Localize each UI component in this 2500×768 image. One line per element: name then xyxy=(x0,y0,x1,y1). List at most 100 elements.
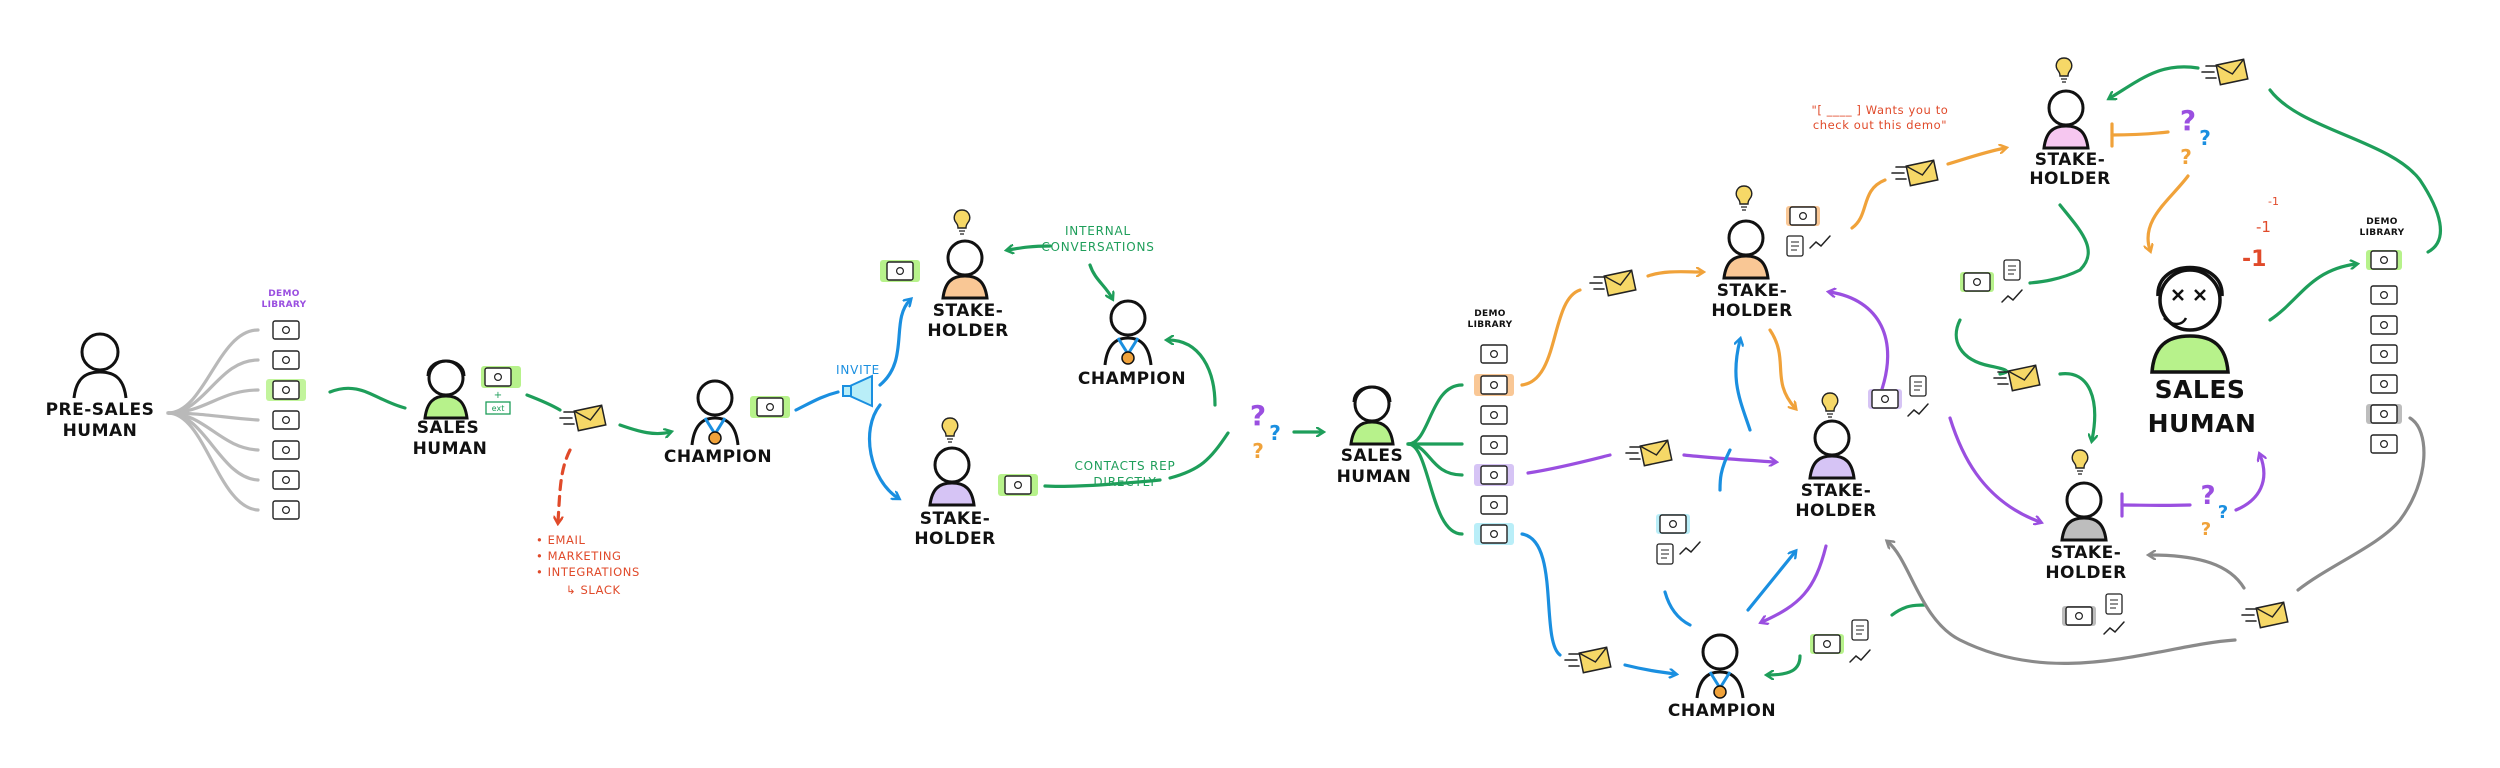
video-card-icon xyxy=(2065,606,2093,626)
envelope-icon xyxy=(1564,646,1612,674)
presales-human: PRE-SALES HUMAN xyxy=(46,332,155,441)
connector xyxy=(1043,478,1162,488)
sales-label: SALES xyxy=(2155,375,2246,404)
connector xyxy=(1520,288,1582,387)
champion-label: CHAMPION xyxy=(1668,701,1776,721)
document-icon xyxy=(1909,375,1927,397)
connector xyxy=(1663,590,1692,627)
document-icon xyxy=(2105,593,2123,615)
video-card-icon xyxy=(272,410,300,430)
stakeholder-gray: STAKE- HOLDER xyxy=(2045,449,2126,583)
lightbulb-icon xyxy=(2071,449,2089,475)
video-card-icon xyxy=(2370,404,2398,424)
question-icon: ? xyxy=(2218,502,2228,523)
connector xyxy=(1168,431,1230,480)
video-card-icon xyxy=(886,261,914,281)
stake-label: STAKE- xyxy=(1717,281,1788,301)
connector xyxy=(1954,318,2009,376)
question-icon: ? xyxy=(2199,126,2211,150)
human-label: HUMAN xyxy=(1337,467,1412,487)
analytics-icon xyxy=(1679,541,1701,555)
sales-human-3: SALES HUMAN xyxy=(2148,265,2256,438)
demo-library-1: DEMO LIBRARY xyxy=(262,289,307,520)
headset-icon xyxy=(2156,265,2224,297)
question-icon: ? xyxy=(1252,439,1264,463)
connector xyxy=(1768,654,1802,675)
lightbulb-icon xyxy=(1735,185,1753,211)
connector xyxy=(1736,340,1752,432)
video-card-icon xyxy=(2370,250,2398,270)
internal-label-line1: INTERNAL xyxy=(1065,224,1131,238)
invite-label: INVITE xyxy=(836,363,880,377)
video-card-icon xyxy=(2370,285,2398,305)
headset-icon xyxy=(1352,385,1392,403)
medal-icon xyxy=(1121,351,1135,365)
lightbulb-icon xyxy=(2055,57,2073,83)
champion-label: CHAMPION xyxy=(1078,369,1186,389)
connector xyxy=(328,386,407,410)
holder-label: HOLDER xyxy=(1795,501,1876,521)
video-card-icon xyxy=(2370,434,2398,454)
headset-icon xyxy=(426,359,466,377)
list-integrations: • INTEGRATIONS xyxy=(536,565,640,579)
contacts-label-line1: CONTACTS REP xyxy=(1074,459,1175,473)
envelope-icon xyxy=(559,404,607,432)
connector xyxy=(2268,264,2356,322)
connector xyxy=(2110,130,2170,137)
connector xyxy=(1746,552,1795,612)
question-icon: ? xyxy=(2200,481,2215,511)
connector xyxy=(2268,88,2443,254)
question-cluster-3: ? ? ? xyxy=(2200,481,2228,540)
demo-library-3: DEMO LIBRARY xyxy=(2360,217,2404,454)
lightbulb-icon xyxy=(953,209,971,235)
medal-icon xyxy=(1713,685,1727,699)
video-card-icon xyxy=(484,367,512,387)
video-card-icon xyxy=(1480,405,1508,425)
holder-label: HOLDER xyxy=(1711,301,1792,321)
presales-label-line1: PRE-SALES xyxy=(46,400,155,420)
lightbulb-icon xyxy=(941,417,959,443)
video-card-icon xyxy=(1789,206,1817,226)
champion-1: CHAMPION xyxy=(664,379,772,467)
stake-label: STAKE- xyxy=(920,509,991,529)
champion-label: CHAMPION xyxy=(664,447,772,467)
connector xyxy=(525,393,562,412)
connector xyxy=(1946,148,2005,166)
lightbulb-icon xyxy=(1821,392,1839,418)
video-card-icon xyxy=(1659,514,1687,534)
distribution-arrow xyxy=(558,448,572,522)
connector xyxy=(1890,603,1927,617)
holder-label: HOLDER xyxy=(2045,563,2126,583)
holder-label: HOLDER xyxy=(914,529,995,549)
question-icon: ? xyxy=(2180,145,2192,169)
video-card-icon xyxy=(1871,389,1899,409)
connector xyxy=(1008,246,1052,250)
connector xyxy=(618,423,670,434)
medal-icon xyxy=(708,431,722,445)
megaphone-icon xyxy=(842,374,873,408)
analytics-icon xyxy=(1907,403,1929,417)
library-title-line2: LIBRARY xyxy=(262,300,307,310)
analytics-icon xyxy=(1809,235,1831,249)
video-card-icon xyxy=(2370,374,2398,394)
connector xyxy=(2234,455,2264,512)
stake-label: STAKE- xyxy=(2035,150,2106,170)
analytics-icon xyxy=(1849,649,1871,663)
connector xyxy=(2150,555,2246,590)
video-card-icon xyxy=(272,350,300,370)
connector xyxy=(1762,544,1828,622)
fan-lines xyxy=(166,328,260,512)
x-eyes-icon xyxy=(2172,289,2206,301)
champion-3: CHAMPION xyxy=(1668,633,1776,721)
presales-label-line2: HUMAN xyxy=(63,421,138,441)
stake-label: STAKE- xyxy=(933,301,1004,321)
invite-arrow-down xyxy=(867,403,898,498)
connector xyxy=(1830,292,1890,397)
list-slack: ↳ SLACK xyxy=(566,583,621,597)
question-icon: ? xyxy=(2201,519,2211,540)
question-cluster-1: ? ? ? xyxy=(1250,399,1281,463)
video-card-icon xyxy=(1480,495,1508,515)
video-card-icon xyxy=(272,470,300,490)
sales-human-2: SALES HUMAN xyxy=(1337,385,1412,487)
